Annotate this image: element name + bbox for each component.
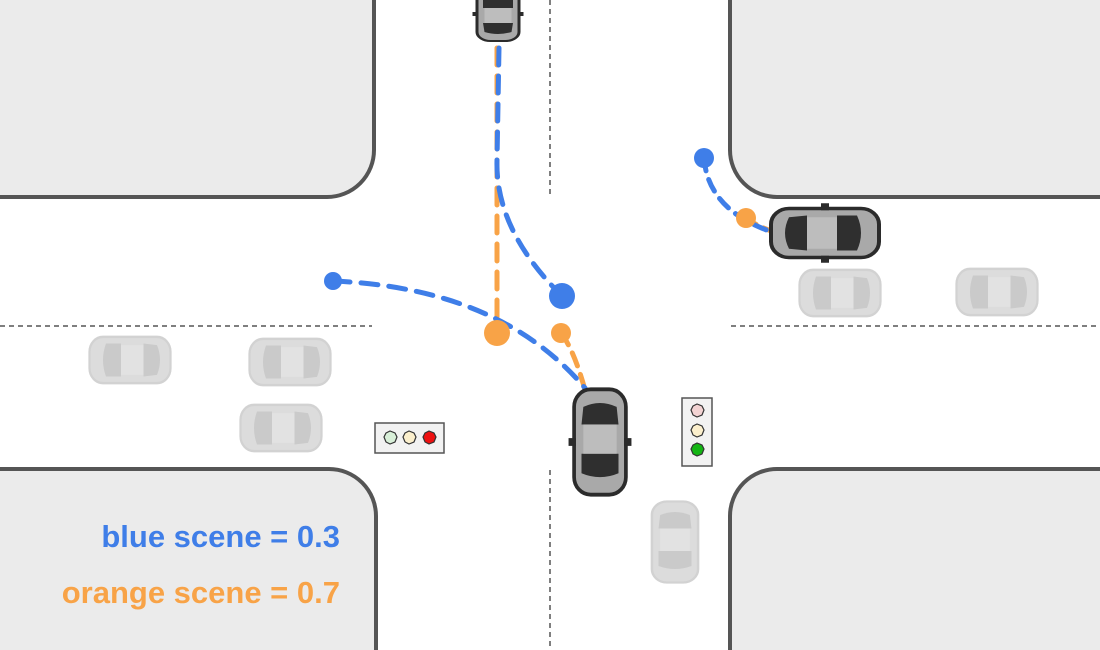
signal-red-icon xyxy=(422,430,437,445)
signal-green-icon xyxy=(690,442,705,457)
ghost-car xyxy=(650,500,700,584)
blue-trajectory-west-path xyxy=(330,278,588,391)
trajectory-markers xyxy=(324,148,756,346)
blue-marker-north-end xyxy=(549,283,575,309)
orange-marker-north-end xyxy=(484,320,510,346)
legend-orange: orange scene = 0.7 xyxy=(62,575,340,610)
ghost-car xyxy=(239,403,323,453)
orange-marker-east-end xyxy=(736,208,756,228)
blue-trajectory-east-car xyxy=(701,155,775,235)
orange-marker-ego-end xyxy=(551,323,571,343)
legend-blue: blue scene = 0.3 xyxy=(101,519,340,554)
traffic-light-horizontal xyxy=(374,422,445,454)
car-north xyxy=(471,0,525,43)
blue-trajectory-north-car xyxy=(494,45,565,299)
block-top-right xyxy=(728,0,1100,199)
block-top-left xyxy=(0,0,376,199)
car-east xyxy=(769,201,881,265)
ghost-car xyxy=(88,335,172,385)
signal-off-red-icon xyxy=(690,403,705,418)
traffic-light-vertical xyxy=(681,397,713,467)
ghost-car xyxy=(798,268,882,318)
car-ego xyxy=(566,387,634,497)
legend: blue scene = 0.3 orange scene = 0.7 xyxy=(62,519,340,610)
blue-marker-east-end xyxy=(694,148,714,168)
ghost-car xyxy=(248,337,332,387)
block-bottom-left xyxy=(0,467,378,650)
ghost-car xyxy=(955,267,1039,317)
signal-off-yellow-icon xyxy=(402,430,417,445)
signal-off-green-icon xyxy=(383,430,398,445)
block-bottom-right xyxy=(728,467,1100,650)
signal-off-yellow-icon xyxy=(690,423,705,438)
blue-scene-trajectories xyxy=(330,45,775,391)
blue-marker-west-start xyxy=(324,272,342,290)
